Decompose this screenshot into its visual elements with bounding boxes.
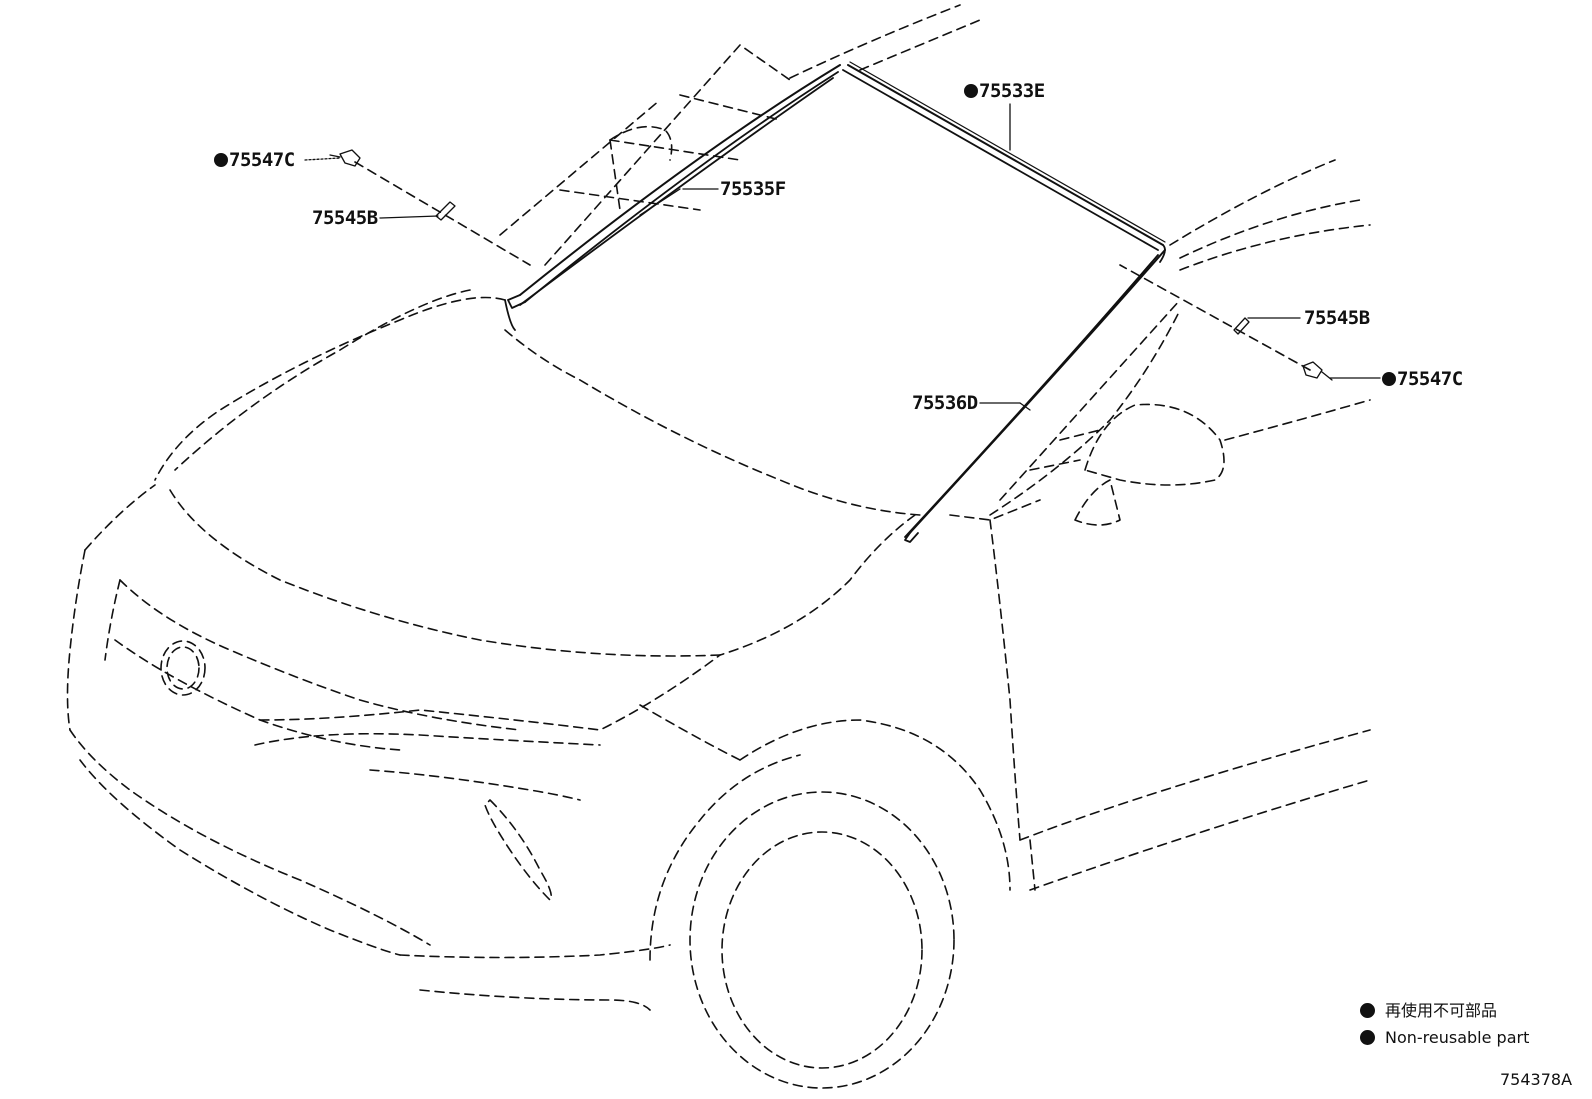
legend-dot-icon	[1360, 1003, 1375, 1018]
callout-75533E: 75533E	[964, 82, 1045, 101]
callout-75545B-right: 75545B	[1304, 307, 1370, 329]
legend-jp: 再使用不可部品	[1360, 1003, 1497, 1019]
callout-75547C-right: 75547C	[1382, 370, 1463, 389]
non-reusable-dot-icon	[1382, 372, 1396, 386]
leader-lines	[304, 103, 1381, 411]
non-reusable-dot-icon	[964, 84, 978, 98]
figure-number: 754378A	[1500, 1070, 1573, 1089]
callout-75536D: 75536D	[912, 392, 978, 414]
car-body-outline	[66, 4, 1371, 1089]
callout-75545B-left: 75545B	[312, 207, 378, 229]
non-reusable-dot-icon	[214, 153, 228, 167]
callout-75547C-left: 75547C	[214, 151, 295, 170]
moulding-parts	[504, 61, 1166, 543]
legend-dot-icon	[1360, 1030, 1375, 1045]
clips	[329, 149, 1333, 381]
callout-75535F: 75535F	[720, 178, 786, 200]
legend-en: Non-reusable part	[1360, 1030, 1529, 1046]
